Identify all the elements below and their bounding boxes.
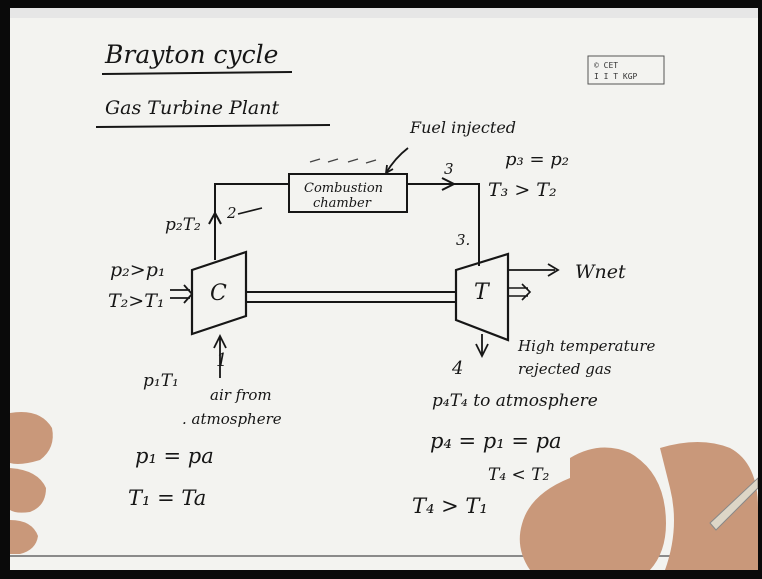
p4t4-to-atmosphere: p₄T₄ to atmosphere: [432, 391, 598, 411]
t1-eq-ta: T₁ = Ta: [128, 486, 206, 510]
wnet-arrow: [508, 264, 558, 276]
svg-text:I I T KGP: I I T KGP: [594, 72, 638, 81]
cet-iit-kgp-logo: © CET I I T KGP: [588, 56, 664, 84]
t3-gt-t2: T₃ > T₂: [488, 179, 557, 201]
turbine-label: T: [474, 280, 491, 305]
title-underline: [102, 72, 292, 74]
compressor-inlet-arrows: [170, 285, 192, 303]
t4-lt-t2: T₄ < T₂: [488, 465, 550, 485]
hot-gas-line-2: rejected gas: [518, 360, 612, 378]
pipe-3: [407, 184, 479, 266]
combustion-chamber-label-1: Combustion: [304, 181, 383, 196]
p2t2-label: p₂T₂: [165, 215, 201, 235]
state-2-tick: [238, 208, 262, 214]
fuel-injected-label: Fuel injected: [409, 118, 516, 137]
hot-gas-line-1: High temperature: [517, 337, 655, 355]
t4-gt-t1: T₄ > T₁: [412, 494, 488, 518]
wnet-label: Wnet: [575, 261, 626, 283]
right-hand: [520, 442, 758, 570]
exhaust-arrow: [476, 334, 488, 356]
fuel-arrow: [386, 148, 408, 173]
air-from-label: air from: [210, 386, 272, 404]
combustion-chamber-label-2: chamber: [313, 196, 372, 211]
left-hand: [10, 412, 53, 554]
brayton-cycle-diagram: Brayton cycle Gas Turbine Plant © CET I …: [10, 8, 758, 570]
state-4-label: 4: [451, 358, 463, 379]
state-3-top-label: 3: [444, 160, 454, 178]
compressor-label: C: [210, 281, 227, 306]
title: Brayton cycle: [104, 40, 278, 69]
subtitle: Gas Turbine Plant: [105, 97, 279, 119]
state-2-label: 2: [226, 204, 237, 222]
turbine-shaft-arrows: [508, 284, 530, 300]
state-1-label: 1: [216, 350, 227, 371]
whiteboard-frame: Brayton cycle Gas Turbine Plant © CET I …: [10, 8, 758, 570]
p1-eq-pa: p₁ = pa: [135, 444, 214, 468]
p1t1-label: p₁T₁: [143, 371, 179, 391]
fuel-spray-marks: [310, 159, 376, 163]
pipe-2: [215, 184, 289, 260]
p2-gt-p1: p₂>p₁: [110, 259, 165, 281]
top-edge-shade: [10, 8, 758, 18]
t2-gt-t1: T₂>T₁: [108, 290, 165, 312]
p4-eq-p1-eq-pa: p₄ = p₁ = pa: [430, 429, 562, 453]
subtitle-underline: [96, 125, 330, 127]
atmosphere-label: . atmosphere: [182, 410, 282, 428]
svg-text:© CET: © CET: [594, 61, 618, 70]
p3-eq-p2: p₃ = p₂: [505, 149, 569, 170]
state-3-side-label: 3.: [456, 231, 470, 249]
